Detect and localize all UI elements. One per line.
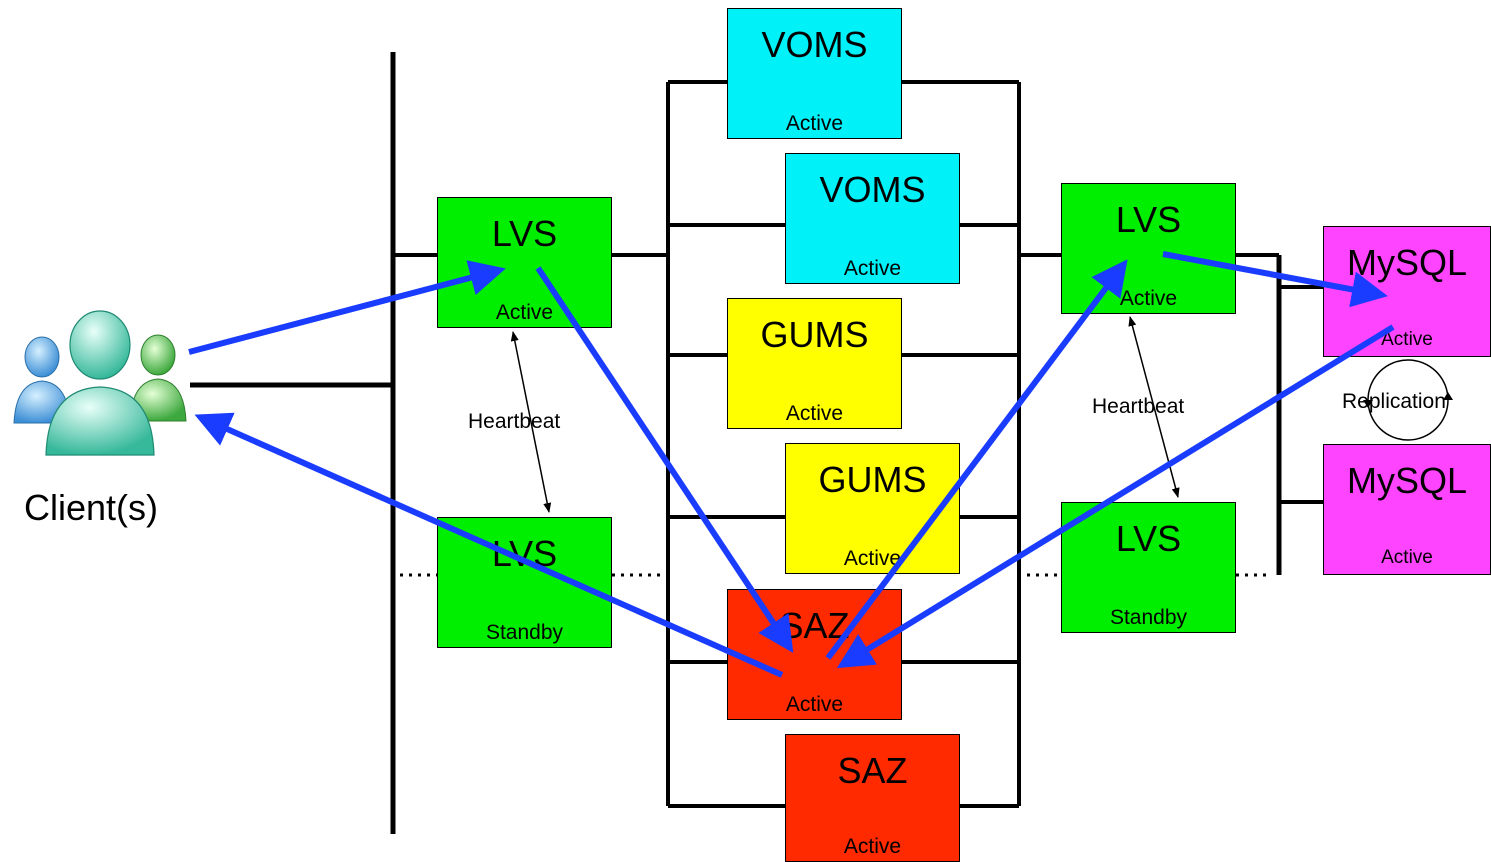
mysql-1-node[interactable]: MySQL Active	[1323, 226, 1491, 357]
mysql-2-node[interactable]: MySQL Active	[1323, 444, 1491, 575]
voms-1-node[interactable]: VOMS Active	[727, 8, 902, 139]
node-name: MySQL	[1346, 460, 1468, 501]
flow-lvs-right-to-mysql-arrow	[1162, 251, 1388, 308]
node-name: VOMS	[819, 169, 926, 210]
replication-label: Replication	[1342, 390, 1446, 413]
node-state: Active	[1381, 547, 1433, 568]
node-state: Active	[785, 402, 844, 425]
flow-saz-to-client-arrow	[194, 412, 784, 678]
gums-2-node[interactable]: GUMS Active	[785, 443, 960, 574]
lvs-left-active-node[interactable]: LVS Active	[437, 197, 612, 328]
node-state: Active	[785, 693, 844, 716]
node-state: Active	[785, 112, 844, 135]
flow-lvs-to-saz-arrow	[535, 266, 794, 654]
node-state: Active	[495, 301, 554, 324]
node-name: LVS	[1115, 518, 1182, 559]
node-state: Active	[1381, 329, 1433, 350]
node-state: Active	[843, 835, 902, 858]
gums-1-node[interactable]: GUMS Active	[727, 298, 902, 429]
node-name: GUMS	[818, 459, 927, 500]
node-state: Standby	[485, 621, 564, 644]
heartbeat-left-label: Heartbeat	[468, 410, 561, 433]
node-state: Standby	[1109, 606, 1188, 629]
node-name: VOMS	[761, 24, 868, 65]
flow-saz-to-lvs-right-arrow	[825, 259, 1128, 660]
heartbeat-right-label: Heartbeat	[1092, 395, 1185, 418]
lvs-right-active-node[interactable]: LVS Active	[1061, 183, 1236, 314]
node-name: LVS	[1115, 199, 1182, 240]
lvs-left-standby-node[interactable]: LVS Standby	[437, 517, 612, 648]
flow-client-to-lvs-arrow	[188, 260, 506, 355]
node-name: SAZ	[837, 750, 908, 791]
lvs-right-standby-node[interactable]: LVS Standby	[1061, 502, 1236, 633]
node-state: Active	[1119, 287, 1178, 310]
node-state: Active	[843, 257, 902, 280]
client-label: Client(s)	[24, 487, 159, 528]
saz-2-node[interactable]: SAZ Active	[785, 734, 960, 862]
node-name: LVS	[491, 213, 558, 254]
voms-2-node[interactable]: VOMS Active	[785, 153, 960, 284]
users-group-icon	[13, 310, 187, 456]
flow-mysql-to-saz-arrow	[836, 324, 1395, 669]
heartbeat-left-arrow	[510, 331, 552, 513]
node-name: GUMS	[760, 314, 869, 355]
node-state: Active	[843, 547, 902, 570]
